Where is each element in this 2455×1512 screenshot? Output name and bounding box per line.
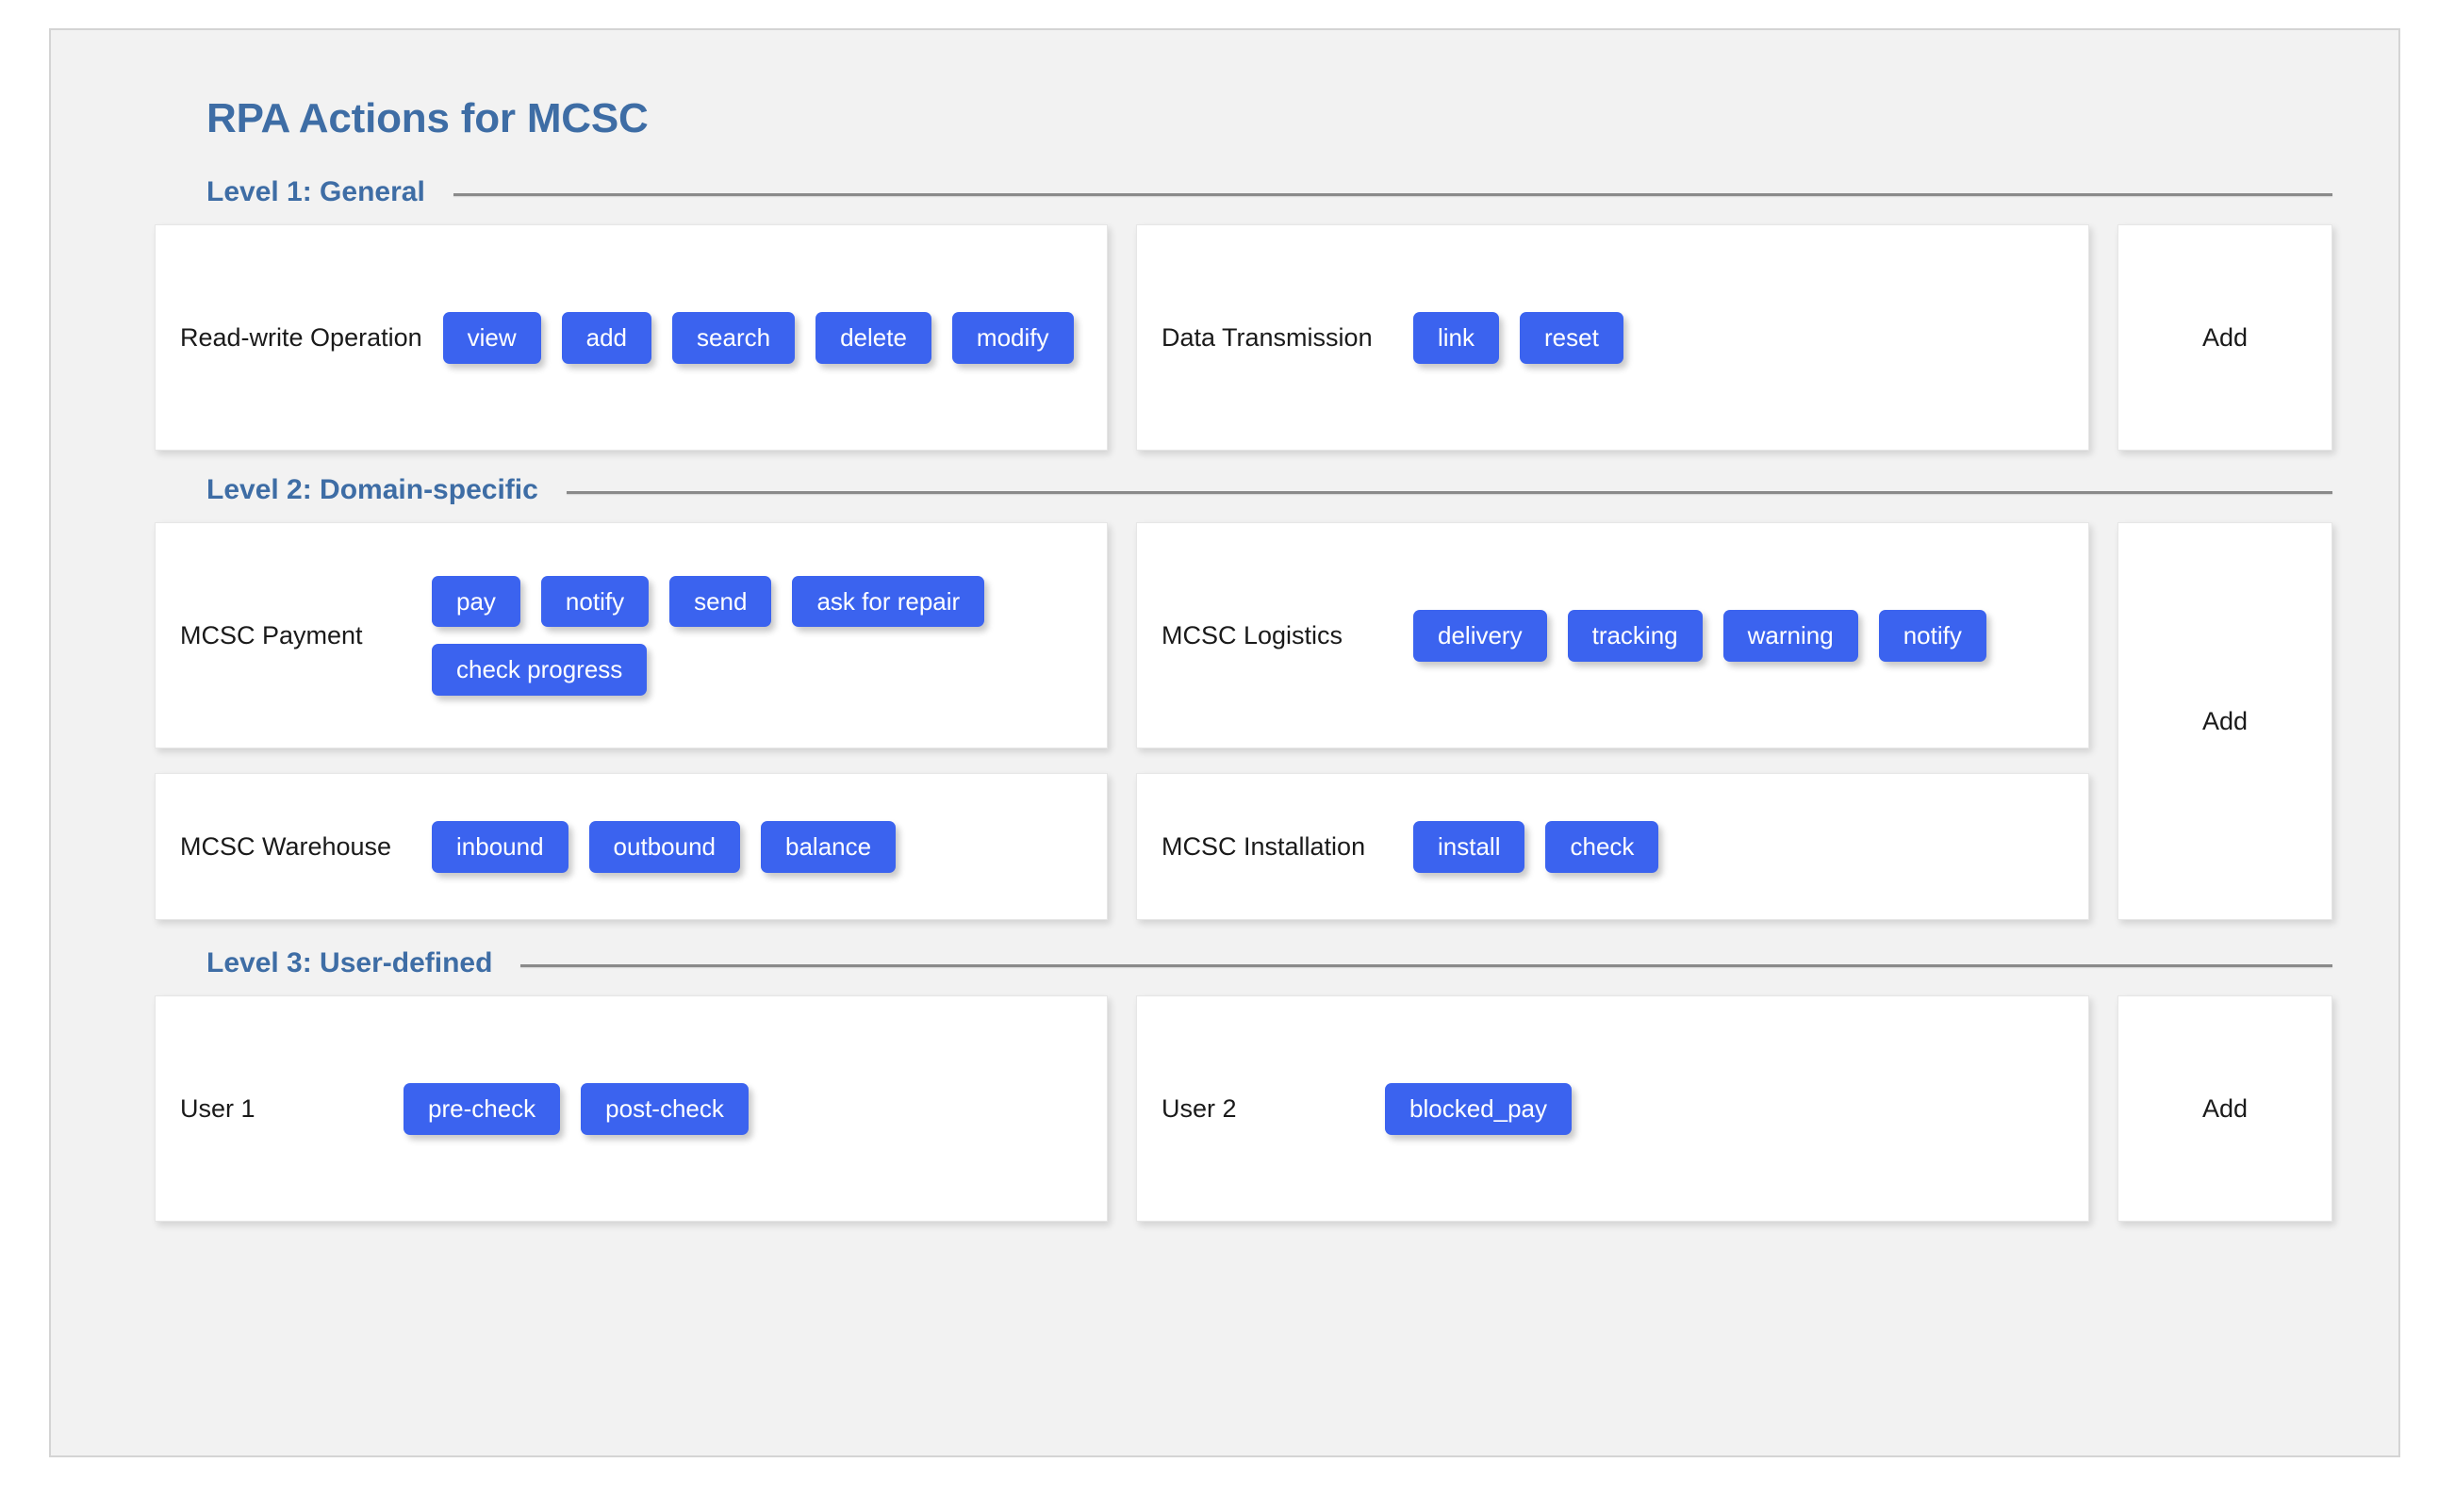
action-chip-send[interactable]: send xyxy=(669,575,772,628)
action-chip-delete[interactable]: delete xyxy=(816,312,931,364)
action-group-label: Read-write Operation xyxy=(180,322,422,352)
action-group-card: MCSC Warehouse inbound outbound balance xyxy=(155,773,1108,921)
level-section-1: Level 1: General Read-write Operation vi… xyxy=(155,173,2332,452)
level-2-subrow-top: MCSC Payment pay notify send ask for rep… xyxy=(155,522,2089,749)
action-group-card: Data Transmission link reset xyxy=(1136,224,2089,452)
level-1-row: Read-write Operation view add search del… xyxy=(155,224,2332,452)
action-group-card: User 1 pre-check post-check xyxy=(155,995,1108,1223)
level-2-row: MCSC Payment pay notify send ask for rep… xyxy=(155,522,2332,921)
action-chip-tracking[interactable]: tracking xyxy=(1567,610,1703,662)
level-heading-2: Level 2: Domain-specific xyxy=(206,471,2332,509)
action-chip-ask-for-repair[interactable]: ask for repair xyxy=(792,575,985,628)
page-title: RPA Actions for MCSC xyxy=(206,95,649,141)
action-group-label: Data Transmission xyxy=(1162,322,1373,352)
action-chip-list: pay notify send ask for repair check pro… xyxy=(432,575,1082,696)
content-area: RPA Actions for MCSC Level 1: General Re… xyxy=(155,95,2332,1229)
action-chip-outbound[interactable]: outbound xyxy=(588,821,740,873)
action-group-card: Read-write Operation view add search del… xyxy=(155,224,1108,452)
action-chip-list: link reset xyxy=(1413,312,2064,364)
action-group-label: MCSC Logistics xyxy=(1162,620,1343,649)
action-chip-check-progress[interactable]: check progress xyxy=(432,644,648,696)
level-heading-1: Level 1: General xyxy=(206,173,2332,211)
level-divider-rule xyxy=(453,192,2332,196)
level-section-3: Level 3: User-defined User 1 pre-check p… xyxy=(155,945,2332,1223)
action-group-label: User 1 xyxy=(180,1093,255,1123)
action-group-card: MCSC Payment pay notify send ask for rep… xyxy=(155,522,1108,749)
action-chip-post-check[interactable]: post-check xyxy=(581,1083,749,1135)
level-1-groups: Read-write Operation view add search del… xyxy=(155,224,2089,452)
action-chip-list: blocked_pay xyxy=(1385,1083,2064,1135)
action-group-card: User 2 blocked_pay xyxy=(1136,995,2089,1223)
action-chip-list: pre-check post-check xyxy=(404,1083,1082,1135)
level-divider-rule xyxy=(520,963,2332,967)
action-chip-add[interactable]: add xyxy=(561,312,652,364)
action-chip-notify[interactable]: notify xyxy=(540,575,650,628)
action-chip-list: install check xyxy=(1413,821,2064,873)
action-chip-modify[interactable]: modify xyxy=(951,312,1074,364)
action-chip-list: view add search delete modify xyxy=(442,312,1082,364)
action-group-label: MCSC Payment xyxy=(180,620,363,649)
level-heading-3: Level 3: User-defined xyxy=(206,945,2332,982)
level-3-groups: User 1 pre-check post-check User 2 block… xyxy=(155,995,2089,1223)
action-chip-search[interactable]: search xyxy=(672,312,796,364)
action-group-label: MCSC Warehouse xyxy=(180,831,392,861)
level-2-groups: MCSC Payment pay notify send ask for rep… xyxy=(155,522,2089,921)
action-chip-pay[interactable]: pay xyxy=(432,575,520,628)
action-chip-delivery[interactable]: delivery xyxy=(1413,610,1547,662)
action-chip-install[interactable]: install xyxy=(1413,821,1525,873)
action-chip-link[interactable]: link xyxy=(1413,312,1500,364)
action-group-label: User 2 xyxy=(1162,1093,1237,1123)
level-3-row: User 1 pre-check post-check User 2 block… xyxy=(155,995,2332,1223)
action-chip-check[interactable]: check xyxy=(1545,821,1659,873)
action-chip-view[interactable]: view xyxy=(442,312,541,364)
action-chip-balance[interactable]: balance xyxy=(761,821,897,873)
level-2-subrow-bottom: MCSC Warehouse inbound outbound balance … xyxy=(155,773,2089,921)
level-section-2: Level 2: Domain-specific MCSC Payment pa… xyxy=(155,471,2332,921)
action-chip-list: delivery tracking warning notify xyxy=(1413,610,2064,662)
level-heading-label: Level 2: Domain-specific xyxy=(206,474,538,506)
action-group-card: MCSC Logistics delivery tracking warning… xyxy=(1136,522,2089,749)
action-chip-list: inbound outbound balance xyxy=(432,821,1082,873)
action-chip-inbound[interactable]: inbound xyxy=(432,821,568,873)
add-group-button-level-1[interactable]: Add xyxy=(2117,224,2332,452)
action-group-label: MCSC Installation xyxy=(1162,831,1366,861)
level-divider-rule xyxy=(566,490,2332,494)
action-chip-notify-logistics[interactable]: notify xyxy=(1878,610,1986,662)
level-heading-label: Level 3: User-defined xyxy=(206,947,493,979)
add-group-button-level-2[interactable]: Add xyxy=(2117,522,2332,921)
outer-frame: RPA Actions for MCSC Level 1: General Re… xyxy=(49,28,2400,1457)
action-chip-reset[interactable]: reset xyxy=(1520,312,1623,364)
add-group-button-level-3[interactable]: Add xyxy=(2117,995,2332,1223)
action-chip-pre-check[interactable]: pre-check xyxy=(404,1083,561,1135)
action-chip-warning[interactable]: warning xyxy=(1722,610,1858,662)
action-group-card: MCSC Installation install check xyxy=(1136,773,2089,921)
level-heading-label: Level 1: General xyxy=(206,176,425,208)
action-chip-blocked-pay[interactable]: blocked_pay xyxy=(1385,1083,1572,1135)
